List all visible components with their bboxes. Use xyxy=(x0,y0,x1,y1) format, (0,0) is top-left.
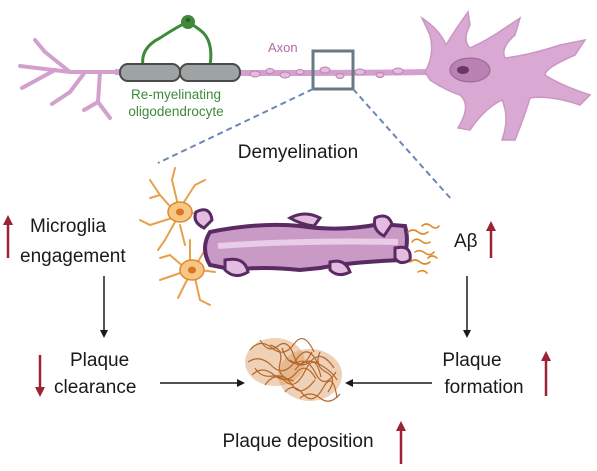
microglia-cells xyxy=(139,167,216,306)
demyelinated-axon xyxy=(193,208,412,277)
remyelinating-label-line1: Re-myelinating xyxy=(131,87,221,102)
abeta-fibrils xyxy=(407,223,440,274)
microglia-label-line1: Microglia xyxy=(30,216,106,237)
nucleolus xyxy=(457,66,469,74)
plaque-clearance-label-line1: Plaque xyxy=(70,350,129,371)
abeta-label: Aβ xyxy=(454,231,478,252)
zoom-box xyxy=(311,49,355,91)
plaque-clearance-label-line2: clearance xyxy=(54,377,136,398)
amyloid-plaque xyxy=(245,337,342,402)
axon-label: Axon xyxy=(268,40,298,55)
left-dendrites xyxy=(18,38,122,120)
remyelinating-oligodendrocyte xyxy=(119,15,241,82)
plaque-formation-label-line1: Plaque xyxy=(442,350,501,371)
plaque-formation-label-line2: formation xyxy=(444,377,523,398)
neuron xyxy=(18,10,592,141)
myelin-sheath-2 xyxy=(179,63,241,82)
zoom-line-left xyxy=(157,88,314,164)
demyelination-label: Demyelination xyxy=(238,142,358,163)
soma xyxy=(420,10,592,141)
remyelinating-label-line2: oligodendrocyte xyxy=(128,104,223,119)
plaque-deposition-label: Plaque deposition xyxy=(222,431,373,452)
myelin-debris xyxy=(249,66,404,79)
myelin-sheath-1 xyxy=(119,63,181,82)
nucleus xyxy=(449,57,491,83)
zoom-line-right xyxy=(352,88,453,201)
microglia-label-line2: engagement xyxy=(20,246,126,267)
